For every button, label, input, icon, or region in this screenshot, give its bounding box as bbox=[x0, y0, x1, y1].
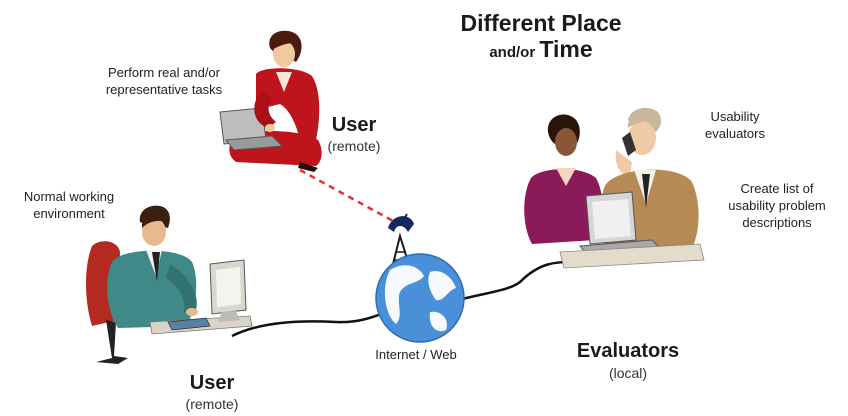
evaluators-role-line-2: evaluators bbox=[705, 126, 765, 141]
remote-user-bottom-sublabel: (remote) bbox=[185, 396, 239, 412]
problem-list-line-3: descriptions bbox=[742, 215, 812, 230]
task-line-2: representative tasks bbox=[105, 82, 223, 97]
remote-user-top-sublabel: (remote) bbox=[327, 138, 381, 154]
problem-list-line-2: usability problem bbox=[728, 198, 826, 213]
remote-user-environment-label: Normal working environment bbox=[14, 188, 124, 222]
diagram-title: Different Place bbox=[460, 10, 622, 36]
evaluators-sublabel: (local) bbox=[608, 365, 648, 381]
evaluators-role-line-1: Usability bbox=[710, 109, 760, 124]
internet-globe-icon bbox=[375, 213, 465, 343]
subtitle-prefix: and/or bbox=[489, 44, 540, 61]
evaluators-illustration bbox=[524, 107, 705, 269]
environment-line-2: environment bbox=[33, 206, 105, 221]
environment-line-1: Normal working bbox=[23, 189, 115, 204]
subtitle-time: Time bbox=[539, 36, 593, 62]
internet-web-label: Internet / Web bbox=[375, 347, 457, 362]
remote-user-bottom-label: User bbox=[189, 372, 235, 394]
remote-user-top-label: User bbox=[331, 114, 377, 136]
problem-list-label: Create list of usability problem descrip… bbox=[716, 180, 838, 231]
evaluators-label: Evaluators bbox=[576, 340, 680, 362]
task-line-1: Perform real and/or bbox=[108, 65, 220, 80]
diagram-subtitle: and/or Time bbox=[444, 36, 638, 63]
remote-user-man-illustration bbox=[86, 205, 253, 364]
usability-evaluators-label: Usability evaluators bbox=[692, 108, 778, 142]
remote-user-woman-illustration bbox=[219, 30, 322, 172]
wireless-link bbox=[299, 168, 396, 224]
problem-list-line-1: Create list of bbox=[740, 181, 814, 196]
remote-user-task-label: Perform real and/or representative tasks bbox=[84, 64, 244, 98]
